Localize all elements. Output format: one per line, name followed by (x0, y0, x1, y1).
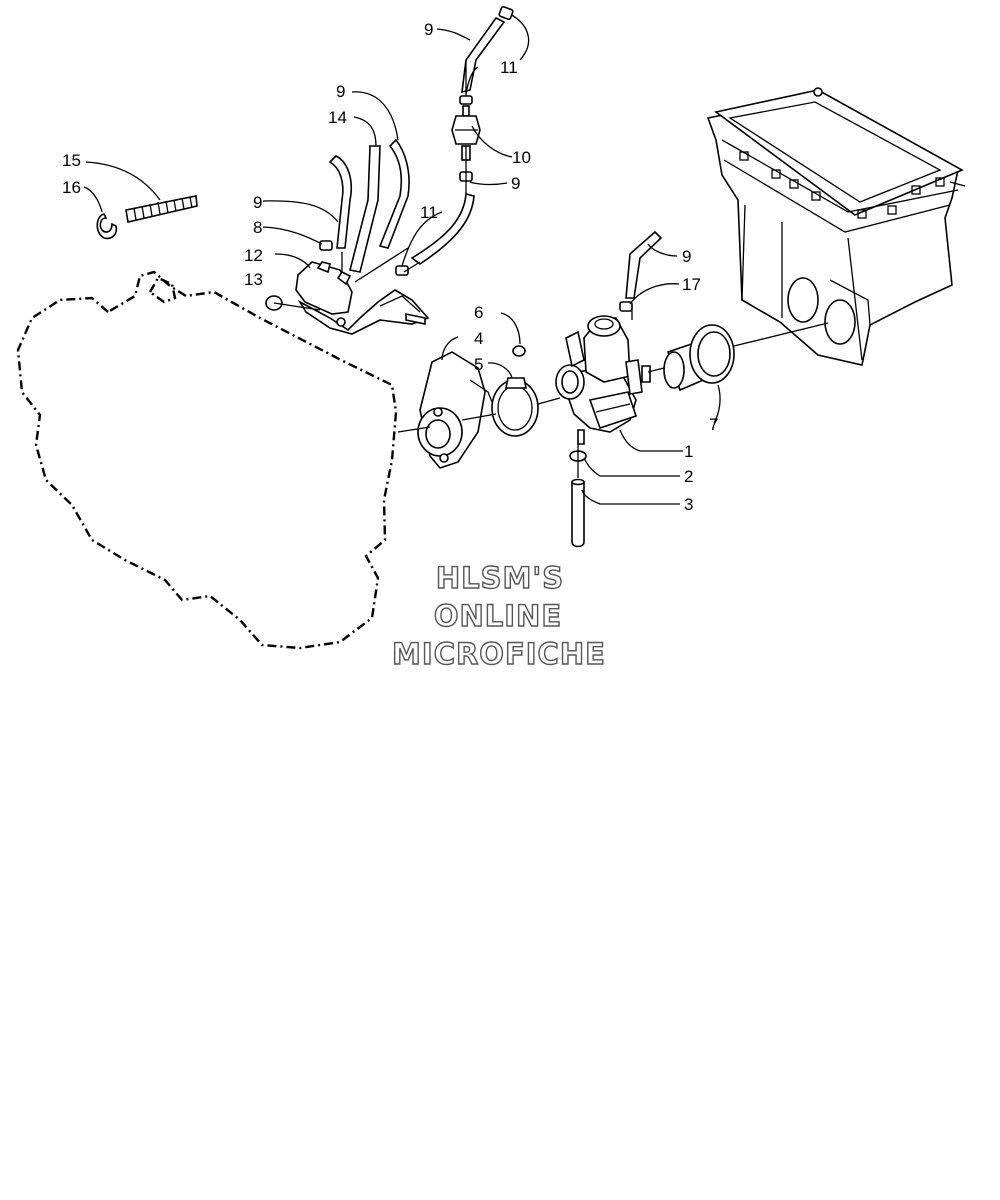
callout-6: 6 (474, 303, 483, 322)
watermark: HLSM'S ONLINE MICROFICHE (391, 560, 606, 671)
hose-9-mid (378, 138, 410, 249)
callout-12: 12 (244, 246, 263, 265)
callout-3: 3 (684, 495, 693, 514)
airbox (706, 87, 966, 366)
part-16-clip (96, 213, 118, 240)
callout-9: 9 (511, 174, 520, 193)
intake-boot (663, 324, 735, 392)
callout-17: 17 (682, 275, 701, 294)
callout-1: 1 (684, 442, 693, 461)
callout-labels: 9 11 9 14 10 15 9 16 9 11 8 12 9 13 17 6… (62, 20, 718, 514)
part-3-drain-tube (571, 481, 585, 548)
callout-14: 14 (328, 108, 347, 127)
watermark-line-3: MICROFICHE (392, 637, 606, 671)
hose-14 (349, 145, 381, 273)
callout-15: 15 (62, 151, 81, 170)
part-17-clamp (619, 301, 633, 312)
callout-5: 5 (474, 355, 483, 374)
callout-11: 11 (420, 203, 438, 222)
watermark-line-2: ONLINE (434, 599, 562, 633)
callout-11: 11 (500, 58, 518, 77)
engine-detail (148, 276, 177, 304)
hose-9-right-curve (410, 192, 475, 265)
callout-9: 9 (682, 247, 691, 266)
callout-7: 7 (709, 415, 718, 434)
carburetor (555, 315, 651, 445)
callout-8: 8 (253, 218, 262, 237)
callout-13: 13 (244, 270, 263, 289)
part-11-top-clamp (459, 95, 473, 105)
assembly-centerlines (273, 60, 829, 478)
hose-11-top (509, 13, 530, 61)
part-15-spring (125, 195, 198, 223)
callout-9: 9 (253, 193, 262, 212)
callout-16: 16 (62, 178, 81, 197)
callout-4: 4 (474, 329, 483, 348)
hose-9-carb (625, 230, 663, 299)
leader-lines (83, 28, 721, 505)
callout-10: 10 (512, 148, 531, 167)
fuel-pump (295, 261, 430, 335)
engine-outline (16, 270, 398, 650)
clamp (491, 377, 539, 437)
intake-flange (417, 351, 497, 469)
hose-9-top (461, 16, 506, 94)
part-11-small-clamp (498, 6, 514, 20)
part-6-nut (512, 345, 526, 357)
callout-9: 9 (424, 20, 433, 39)
callout-2: 2 (684, 467, 693, 486)
watermark-line-1: HLSM'S (436, 561, 564, 595)
callout-9: 9 (336, 82, 345, 101)
part-8-clamp (319, 240, 333, 251)
hose-9-left (328, 155, 352, 249)
